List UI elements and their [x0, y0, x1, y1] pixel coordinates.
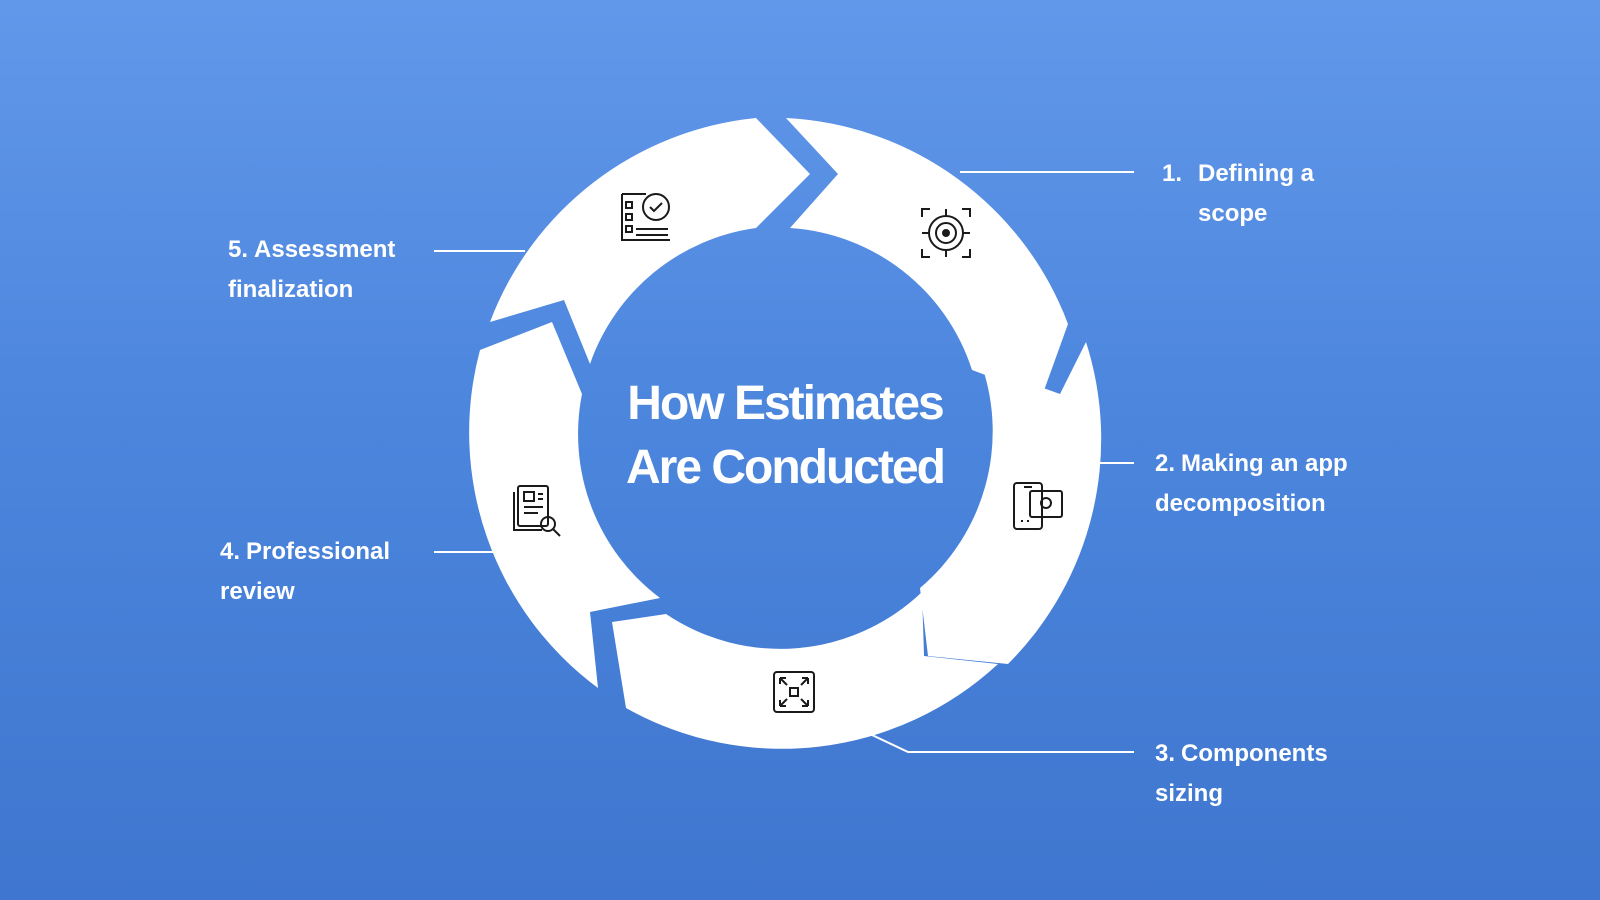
checklist-icon: [621, 193, 670, 241]
step-label-1: 1. Defining a scope: [1162, 154, 1368, 234]
diagram-title: How Estimates Are Conducted: [585, 372, 985, 500]
document-search-icon: [513, 485, 561, 537]
title-line-1: How Estimates: [627, 377, 944, 430]
ring-segment-2: [920, 342, 1102, 664]
step-number-5: 5.: [228, 236, 249, 263]
step-text-1: Defining a scope: [1198, 160, 1315, 227]
step-label-2: 2.Making an app decomposition: [1155, 444, 1415, 524]
mobile-app-icon: [1013, 482, 1063, 530]
resize-icon: [773, 671, 815, 713]
step-number-4: 4.: [220, 538, 241, 565]
title-line-2: Are Conducted: [625, 441, 946, 494]
step-label-3: 3.Components sizing: [1155, 734, 1375, 814]
step-text-5: Assessment finalization: [228, 236, 396, 303]
ring-segment-3: [612, 592, 998, 749]
connector-lines: [434, 171, 1134, 753]
step-text-2: Making an app decomposition: [1155, 450, 1348, 517]
step-label-4: 4.Professional review: [220, 532, 440, 612]
target-icon: [921, 208, 971, 258]
step-label-5: 5.Assessment finalization: [228, 230, 448, 310]
step-number-1: 1.: [1162, 160, 1183, 187]
step-text-3: Components sizing: [1155, 740, 1328, 807]
step-number-2: 2.: [1155, 450, 1176, 477]
connector-step-3: [871, 734, 1134, 753]
ring-segment-4: [469, 322, 660, 688]
step-text-4: Professional review: [220, 538, 391, 605]
step-number-3: 3.: [1155, 740, 1176, 767]
